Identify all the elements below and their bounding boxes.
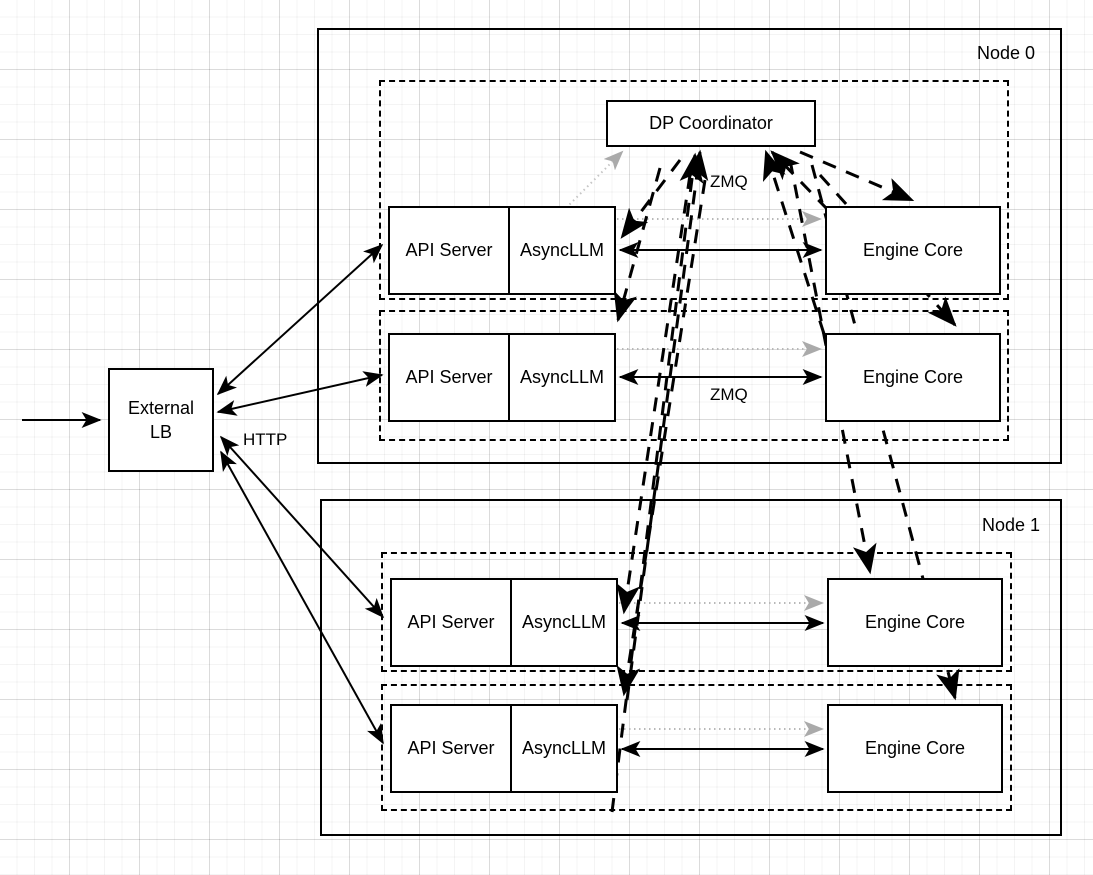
edge-lb-to-api-server-3	[220, 450, 384, 745]
edge-dashed-enginecore3-dpcoordinator	[610, 152, 704, 813]
api-server-cell-0[interactable]: API Server	[390, 208, 510, 293]
node-1-label: Node 1	[982, 515, 1041, 535]
zmq-edge-label-second: ZMQ	[710, 385, 748, 404]
external-lb-line-2: LB	[149, 422, 172, 442]
engine-core-box-2[interactable]: Engine Core	[827, 578, 1003, 667]
asyncllm-cell-1[interactable]: AsyncLLM	[510, 335, 614, 420]
http-edge-label: HTTP	[243, 430, 288, 449]
asyncllm-cell-0[interactable]: AsyncLLM	[510, 208, 614, 293]
external-lb-line-1: External	[127, 397, 195, 418]
api-server-label-1: API Server	[405, 367, 493, 387]
edge-dashed-dpcoordinator-asyncllm1	[613, 167, 662, 323]
edge-dashed-enginecore0-dpcoordinator	[770, 150, 830, 212]
api-server-cell-3[interactable]: API Server	[392, 706, 512, 791]
api-server-cell-1[interactable]: API Server	[390, 335, 510, 420]
edge-dashed-dpcoordinator-asyncllm0	[620, 159, 682, 239]
api-server-cell-2[interactable]: API Server	[392, 580, 512, 665]
asyncllm-cell-3[interactable]: AsyncLLM	[512, 706, 616, 791]
edge-dashed-dpcoordinator-enginecore0	[799, 150, 915, 202]
api-server-label-3: API Server	[407, 738, 495, 758]
api-server-asyncllm-box-0[interactable]: API Server AsyncLLM	[388, 206, 616, 295]
engine-core-label-3: Engine Core	[864, 738, 966, 758]
api-server-asyncllm-box-2[interactable]: API Server AsyncLLM	[390, 578, 618, 667]
edge-dashed-enginecore2-dpcoordinator	[625, 149, 709, 701]
edge-dotted-asyncllm-dpcoordinator	[565, 150, 624, 209]
asyncllm-label-2: AsyncLLM	[521, 612, 607, 632]
asyncllm-cell-2[interactable]: AsyncLLM	[512, 580, 616, 665]
node-0-replica-0-group	[379, 80, 1009, 300]
edge-lb-to-api-server-0	[216, 243, 384, 396]
dp-coordinator-box[interactable]: DP Coordinator	[606, 100, 816, 147]
edge-lb-to-api-server-1	[216, 371, 384, 416]
engine-core-label-1: Engine Core	[862, 367, 964, 387]
dp-coordinator-label: DP Coordinator	[649, 113, 773, 133]
asyncllm-label-3: AsyncLLM	[521, 738, 607, 758]
edge-dashed-dpcoordinator-asyncllm3	[616, 179, 707, 697]
edge-dashed-enginecore1-dpcoordinator	[762, 149, 826, 335]
engine-core-label-0: Engine Core	[862, 240, 964, 260]
zmq-edge-label-top: ZMQ	[710, 172, 748, 191]
engine-core-box-3[interactable]: Engine Core	[827, 704, 1003, 793]
api-server-label-2: API Server	[407, 612, 495, 632]
asyncllm-label-1: AsyncLLM	[519, 367, 605, 387]
api-server-label-0: API Server	[405, 240, 493, 260]
asyncllm-label-0: AsyncLLM	[519, 240, 605, 260]
engine-core-box-1[interactable]: Engine Core	[825, 333, 1001, 422]
engine-core-box-0[interactable]: Engine Core	[825, 206, 1001, 295]
api-server-asyncllm-box-3[interactable]: API Server AsyncLLM	[390, 704, 618, 793]
node-0-label: Node 0	[977, 43, 1036, 63]
node-1-replica-1-group	[381, 684, 1012, 811]
external-lb-text: External LB	[128, 396, 194, 445]
api-server-asyncllm-box-1[interactable]: API Server AsyncLLM	[388, 333, 616, 422]
external-lb-box[interactable]: External LB	[108, 368, 214, 472]
engine-core-label-2: Engine Core	[864, 612, 966, 632]
